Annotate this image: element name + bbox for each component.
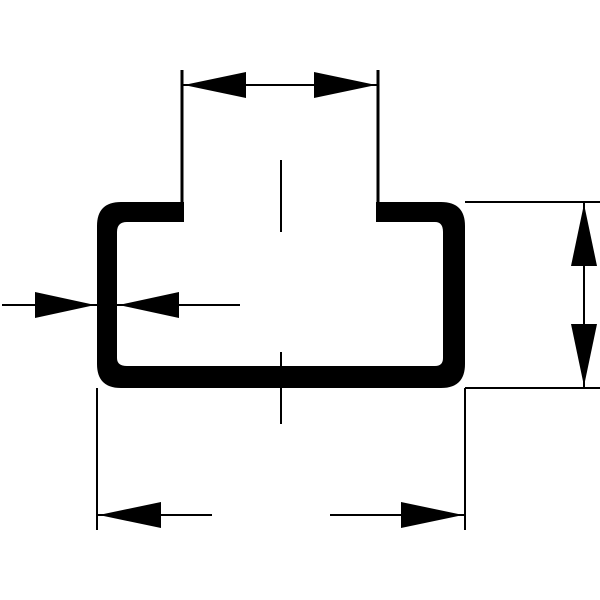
profile-right-wall [443, 202, 465, 388]
corner-bottom-left [97, 358, 127, 388]
dimension-overall-width [96, 388, 466, 530]
corner-top-right [435, 202, 465, 232]
corner-mask-br [441, 364, 465, 388]
corner-mask-tl [97, 202, 121, 226]
corner-mask-tr [441, 202, 465, 226]
arrow-height-bottom [571, 324, 597, 386]
arrow-wall-inner [119, 292, 179, 318]
arrow-slot-left [184, 72, 246, 98]
arrow-height-top [571, 204, 597, 266]
arrow-wall-outer [35, 292, 95, 318]
profile-outline [97, 70, 465, 388]
profile-left-wall [97, 202, 117, 388]
arrow-width-right [401, 502, 463, 528]
dimension-height [465, 201, 600, 389]
arrow-width-left [99, 502, 161, 528]
corner-mask-bl [97, 364, 121, 388]
arrow-slot-right [314, 72, 376, 98]
corner-top-left [97, 202, 127, 232]
corner-bottom-right [435, 358, 465, 388]
dimension-slot-width [182, 72, 378, 98]
dimension-wall-thickness [2, 292, 240, 318]
